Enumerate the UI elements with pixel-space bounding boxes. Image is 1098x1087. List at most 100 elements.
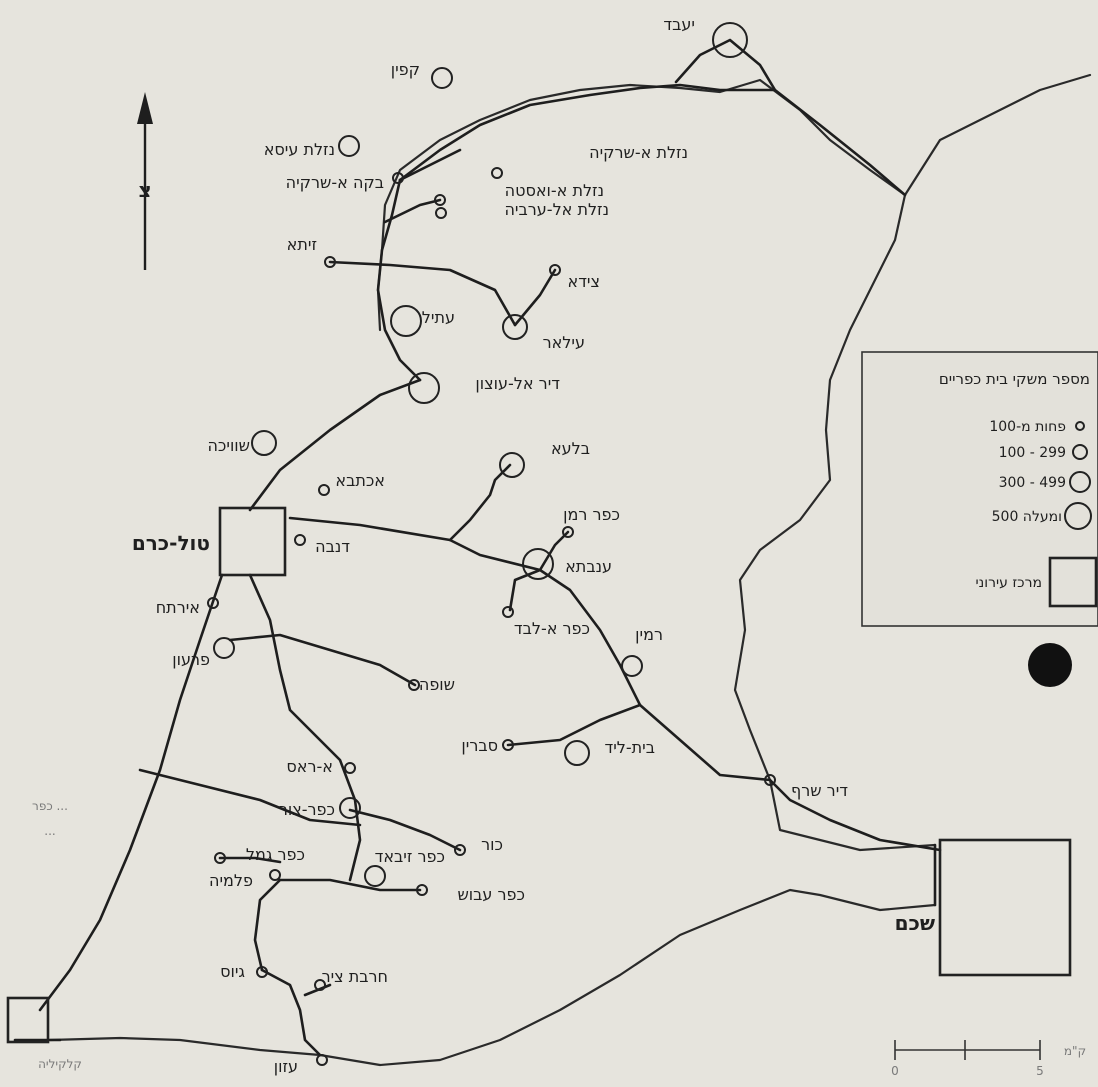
legend-frame bbox=[861, 351, 1098, 627]
settlement-label-seida: צידא bbox=[568, 272, 601, 291]
scale-unit: ק"מ bbox=[1064, 1044, 1086, 1058]
settlement-marker-attil bbox=[390, 305, 422, 337]
eastern-line bbox=[903, 73, 1092, 197]
settlement-marker-ramin bbox=[621, 655, 643, 677]
settlement-marker-sabarin bbox=[502, 739, 514, 751]
settlement-label-deir-alghusun: דיר אל-עוצון bbox=[475, 374, 560, 393]
urban-centers bbox=[6, 506, 1072, 1044]
settlement-marker-deir-alghusun bbox=[408, 372, 440, 404]
settlement-marker-illar bbox=[502, 314, 528, 340]
legend-title: מספר משקי בית כפריים bbox=[939, 370, 1090, 388]
edge-text-1: כפר ... bbox=[32, 799, 68, 813]
settlement-label-khirbet-sir: חרבת ציר bbox=[322, 967, 388, 986]
settlement-marker-dannaba bbox=[294, 534, 306, 546]
settlement-marker-iktaba bbox=[318, 484, 330, 496]
settlement-marker-nazlat-wusta bbox=[434, 194, 446, 206]
nablus-label: שכם bbox=[895, 911, 935, 935]
settlement-label-jayyus: גיוס bbox=[220, 962, 245, 981]
settlement-marker-nazlat-gharbiya bbox=[435, 207, 447, 219]
settlement-marker-ar-ras bbox=[344, 762, 356, 774]
settlement-marker-shweika bbox=[251, 430, 277, 456]
settlement-label-qaffin: קפין bbox=[391, 60, 420, 79]
settlement-marker-kafr-allabad bbox=[502, 606, 514, 618]
settlement-label-yabad: יעבד bbox=[663, 15, 695, 34]
legend-label-xs: פחות מ-100 bbox=[989, 419, 1066, 435]
settlement-label-sabarin: סברין bbox=[461, 736, 498, 755]
settlement-label-ar-ras: א-ראס bbox=[286, 757, 333, 776]
settlement-label-shweika: שוויכה bbox=[207, 436, 250, 455]
settlement-label-kafr-sur: כפר-צור bbox=[279, 800, 335, 819]
settlement-marker-kafr-sur bbox=[339, 797, 361, 819]
legend-symbol-l bbox=[1064, 502, 1092, 530]
compass-label: צ bbox=[138, 178, 151, 202]
settlement-label-kafr-abbush: כפר עבוש bbox=[457, 885, 525, 904]
settlement-marker-kur bbox=[454, 844, 466, 856]
settlement-marker-kafr-zibad bbox=[364, 865, 386, 887]
settlement-marker-deir-sharaf bbox=[764, 774, 776, 786]
punch-hole-mark bbox=[1028, 643, 1072, 687]
settlement-marker-kafr-abbush bbox=[416, 884, 428, 896]
settlement-marker-beit-lid bbox=[564, 740, 590, 766]
settlement-label-kafr-rumman: כפר רמן bbox=[563, 505, 620, 524]
settlement-label-kafr-allabad: כפר א-לבד bbox=[514, 619, 590, 638]
settlement-label-anabta: ענבתא bbox=[565, 557, 612, 576]
settlement-label-bala: בלעא bbox=[551, 439, 590, 458]
settlement-marker-kafr-jammal bbox=[269, 869, 281, 881]
settlement-label-falamya: פלמיה bbox=[209, 871, 253, 890]
tulkarm-label: טול-כרם bbox=[132, 531, 210, 555]
settlement-label-beit-lid: בית-ליד bbox=[604, 738, 655, 757]
legend-label-center: מרכז עירוני bbox=[976, 575, 1042, 591]
district-boundary bbox=[48, 78, 937, 1067]
settlement-marker-azzun bbox=[316, 1054, 328, 1066]
settlement-marker-baqa-sharqiya bbox=[392, 172, 404, 184]
settlement-label-zeita: זיתא bbox=[287, 235, 317, 254]
settlement-label-kur: כור bbox=[481, 835, 503, 854]
edge-text-2: ... bbox=[44, 824, 55, 838]
settlement-label-farun: פרעון bbox=[172, 650, 210, 669]
settlement-marker-shufa bbox=[408, 679, 420, 691]
settlement-label-iktaba: אכתבא bbox=[335, 471, 385, 490]
settlement-label-shufa: שופה bbox=[419, 675, 455, 694]
settlement-marker-qaffin bbox=[431, 67, 453, 89]
settlement-label-nazlat-wusta: נזלת א-ואסטה bbox=[505, 181, 604, 200]
settlement-label-irtah: אירתח bbox=[156, 598, 200, 617]
settlement-label-kafr-jammal: כפר גמל bbox=[246, 845, 305, 864]
settlement-label-kafr-zibad: כפר זיבאד bbox=[375, 847, 445, 866]
settlement-marker-nazlat-sharqiya bbox=[491, 167, 503, 179]
legend-label-m: 300 - 499 bbox=[999, 475, 1066, 491]
settlement-marker-nazlat-isa bbox=[338, 135, 360, 157]
settlement-marker-khirbet-sir bbox=[314, 979, 326, 991]
legend-symbol-xs bbox=[1075, 421, 1085, 431]
settlement-label-attil: עתיל bbox=[422, 308, 455, 327]
settlement-label-illar: עילאר bbox=[543, 333, 585, 352]
settlement-label-dannaba: דנבה bbox=[315, 537, 350, 556]
nablus-box bbox=[938, 838, 1072, 977]
scale-tick-5: 5 bbox=[1036, 1064, 1044, 1078]
settlement-marker-farun bbox=[213, 637, 235, 659]
settlement-label-nazlat-isa: נזלת עיסא bbox=[264, 140, 335, 159]
settlement-marker-bala bbox=[499, 452, 525, 478]
legend-label-l: 500 ומעלה bbox=[992, 509, 1062, 525]
settlement-label-nazlat-sharqiya: נזלת א-שרקיה bbox=[589, 143, 688, 162]
legend: מספר משקי בית כפריים פחות מ-100 100 - 29… bbox=[861, 351, 1098, 627]
north-arrow: צ bbox=[137, 92, 153, 270]
tulkarm-box bbox=[218, 506, 287, 577]
settlement-marker-jayyus bbox=[256, 966, 268, 978]
legend-label-s: 100 - 299 bbox=[999, 445, 1066, 461]
settlement-marker-irtah bbox=[207, 597, 219, 609]
scale-bar: 0 5 ק"מ bbox=[891, 1040, 1086, 1078]
qalqilya-label: קלקיליה bbox=[38, 1057, 82, 1071]
legend-symbol-center bbox=[1048, 556, 1098, 608]
legend-symbol-m bbox=[1069, 471, 1091, 493]
roads bbox=[13, 38, 942, 1057]
settlement-marker-anabta bbox=[522, 548, 554, 580]
settlement-marker-kafr-rumman bbox=[562, 526, 574, 538]
settlement-label-ramin: רמין bbox=[635, 625, 663, 644]
settlement-label-nazlat-gharbiya: נזלת אל-ערביה bbox=[504, 200, 609, 219]
settlement-marker-zeita bbox=[324, 256, 336, 268]
settlement-label-deir-sharaf: דיר שרף bbox=[791, 781, 848, 800]
settlement-marker-falamya bbox=[214, 852, 226, 864]
